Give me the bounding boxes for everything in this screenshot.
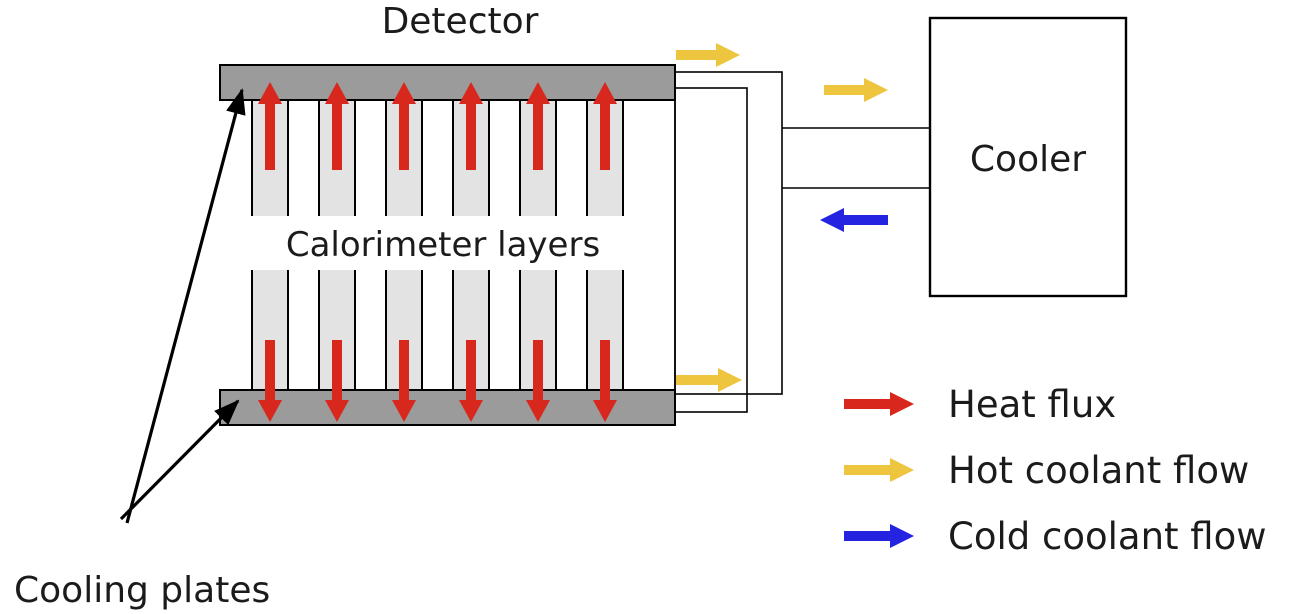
inner-coolant-loop xyxy=(674,87,748,413)
heat-flux-arrow xyxy=(392,340,416,422)
legend-heat-flux-label: Heat flux xyxy=(948,383,1116,426)
heat-flux-arrow xyxy=(392,82,416,170)
heat-flux-arrow xyxy=(526,340,550,422)
heat-flux-arrow xyxy=(325,82,349,170)
calorimeter-layers-label: Calorimeter layers xyxy=(286,225,600,265)
cooler-box xyxy=(928,16,1128,298)
cooling-plates-label: Cooling plates xyxy=(14,570,270,611)
heat-flux-arrow xyxy=(593,340,617,422)
legend-cold-coolant-arrow xyxy=(844,524,914,548)
hot-coolant-arrow-supply xyxy=(824,78,888,102)
heat-flux-arrow xyxy=(526,82,550,170)
heat-flux-arrow xyxy=(593,82,617,170)
cooling-plates-pointer-bottom xyxy=(119,399,240,521)
heat-flux-arrow xyxy=(459,340,483,422)
heat-flux-arrow xyxy=(258,340,282,422)
cooling-plates-pointer-top xyxy=(125,88,246,524)
legend: Heat flux Hot coolant flow Cold coolant … xyxy=(844,383,1267,558)
heat-flux-arrow xyxy=(459,82,483,170)
legend-cold-coolant-label: Cold coolant flow xyxy=(948,515,1267,558)
outer-coolant-loop xyxy=(674,71,783,395)
heat-flux-arrow xyxy=(325,340,349,422)
legend-hot-coolant-arrow xyxy=(844,458,914,482)
legend-heat-flux-arrow xyxy=(844,392,914,416)
hot-coolant-arrow-top xyxy=(676,43,740,67)
cold-coolant-arrow-return xyxy=(820,208,888,232)
top-cooling-plate xyxy=(219,64,676,101)
hot-coolant-arrow-bottom xyxy=(676,368,742,392)
label-band xyxy=(248,216,638,270)
legend-hot-coolant-label: Hot coolant flow xyxy=(948,449,1249,492)
heat-flux-arrow xyxy=(258,82,282,170)
heat-flux-arrow-group xyxy=(258,82,617,422)
cooler-label: Cooler xyxy=(970,139,1086,180)
detector-label: Detector xyxy=(382,1,539,42)
